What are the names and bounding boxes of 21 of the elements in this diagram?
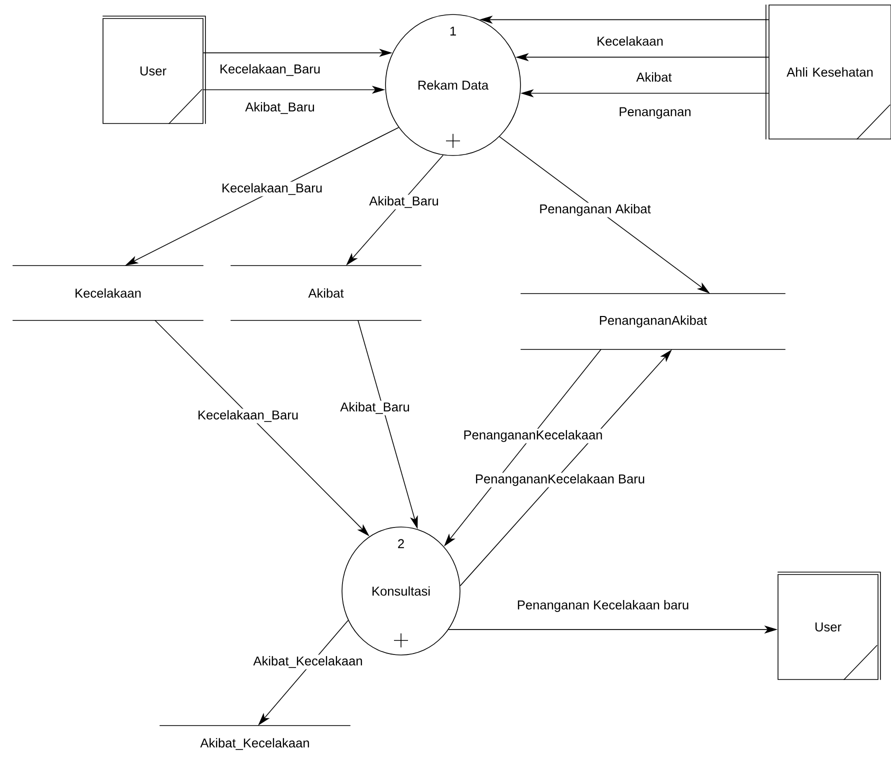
edge-label: Akibat_Kecelakaan [252,654,364,670]
external-entity-box: User [777,572,881,680]
edge-label: Kecelakaan_Baru [196,408,300,424]
edge-label: Akibat_Baru [244,100,316,116]
edge-label: Kecelakaan_Baru [218,62,322,78]
data-store: Akibat [230,265,422,321]
data-store: Akibat_Kecelakaan [159,725,351,750]
edge-label: Kecelakaan_Baru [220,182,324,196]
edge-label: Akibat [634,70,674,84]
edge-label: Penanganan [617,106,693,120]
data-store: Kecelakaan [12,265,204,321]
data-store: PenangananAkibat [520,293,786,350]
edge-label: Akibat_Baru [368,194,440,210]
edge-label: Penanganan Akibat [538,202,652,218]
edge-label: Akibat_Baru [338,400,412,416]
external-entity-box: User [102,16,206,124]
external-entity-box: Ahli Kesehatan [766,4,891,140]
edge-label: Kecelakaan [595,34,665,48]
edge-label: PenangananKecelakaan Baru [474,472,646,488]
edge-label: PenangananKecelakaan [462,428,604,444]
edge-label: Penanganan Kecelakaan baru [516,598,690,614]
